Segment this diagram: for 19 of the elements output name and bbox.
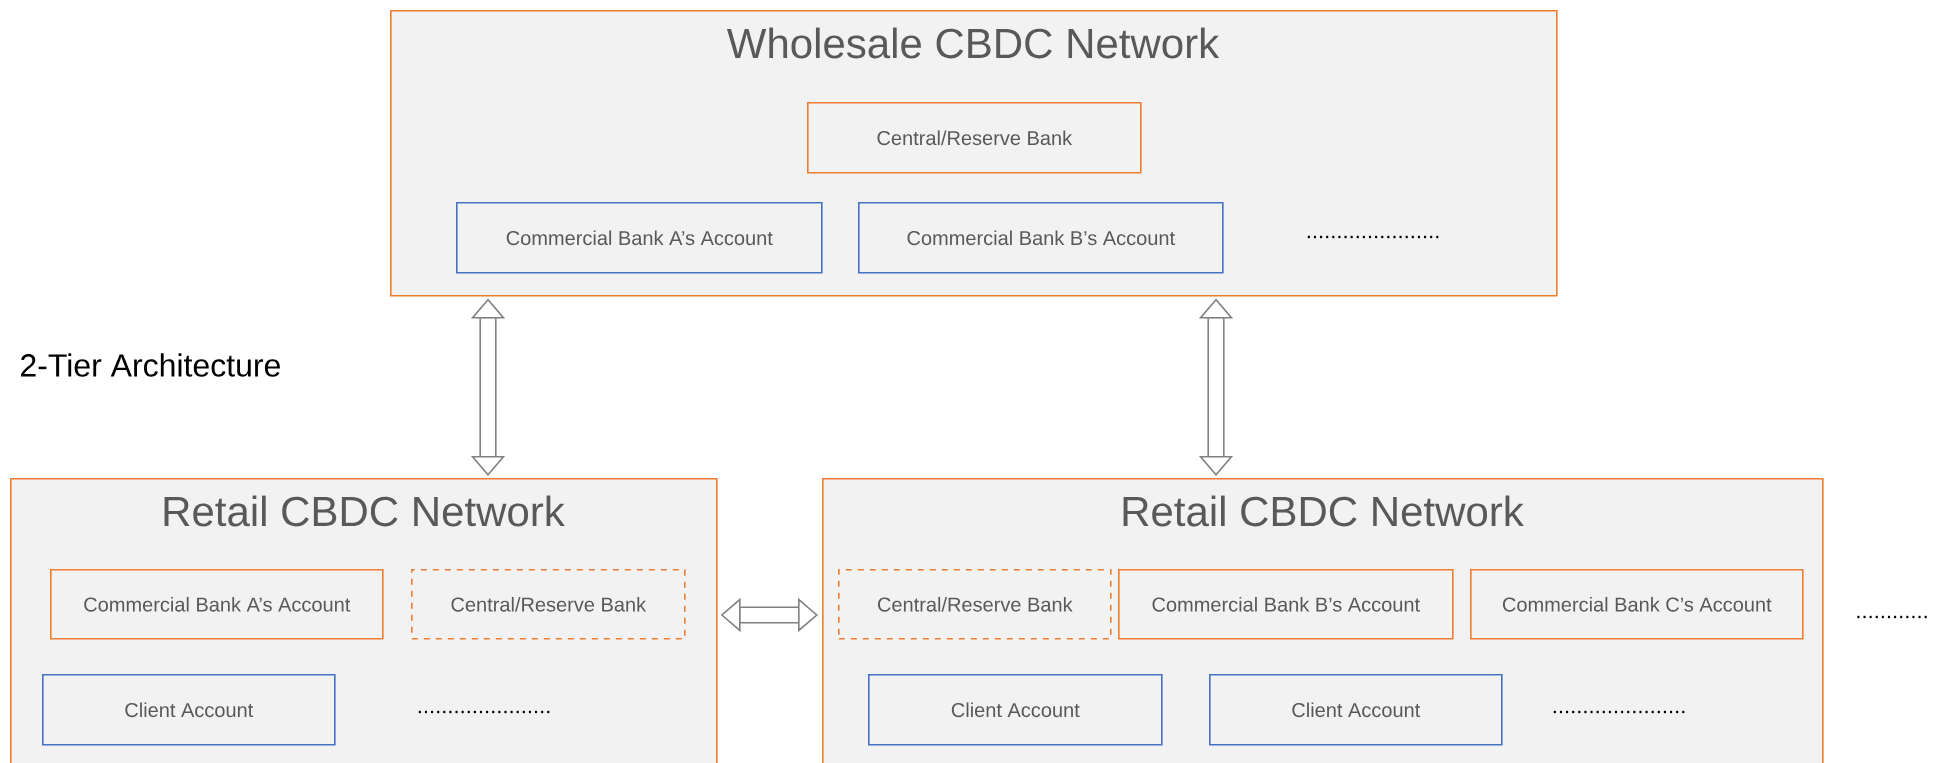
account-box: Commercial Bank A’s Account [50, 569, 384, 640]
panel-title: Retail CBDC Network [164, 495, 565, 527]
account-box: Client Account [42, 674, 336, 746]
account-box: Commercial Bank A’s Account [456, 202, 823, 274]
account-box: Central/Reserve Bank [807, 102, 1142, 174]
account-box: Central/Reserve Bank [411, 569, 686, 640]
account-box: Client Account [868, 674, 1163, 746]
account-box: Commercial Bank C’s Account [1470, 569, 1804, 640]
account-box: Commercial Bank B’s Account [858, 202, 1224, 274]
dots-text: ............ [1857, 615, 1927, 619]
dots-text: ...................... [1307, 235, 1439, 239]
account-box: Commercial Bank B’s Account [1118, 569, 1454, 640]
panel-title: Wholesale CBDC Network [726, 27, 1220, 59]
dots-text: ...................... [418, 710, 550, 714]
account-box: Client Account [1209, 674, 1503, 746]
account-box: Central/Reserve Bank [838, 569, 1112, 640]
side-heading: 2-Tier Architecture [21, 353, 280, 377]
dots-text: ...................... [1553, 710, 1685, 714]
panel-title: Retail CBDC Network [1123, 495, 1524, 527]
